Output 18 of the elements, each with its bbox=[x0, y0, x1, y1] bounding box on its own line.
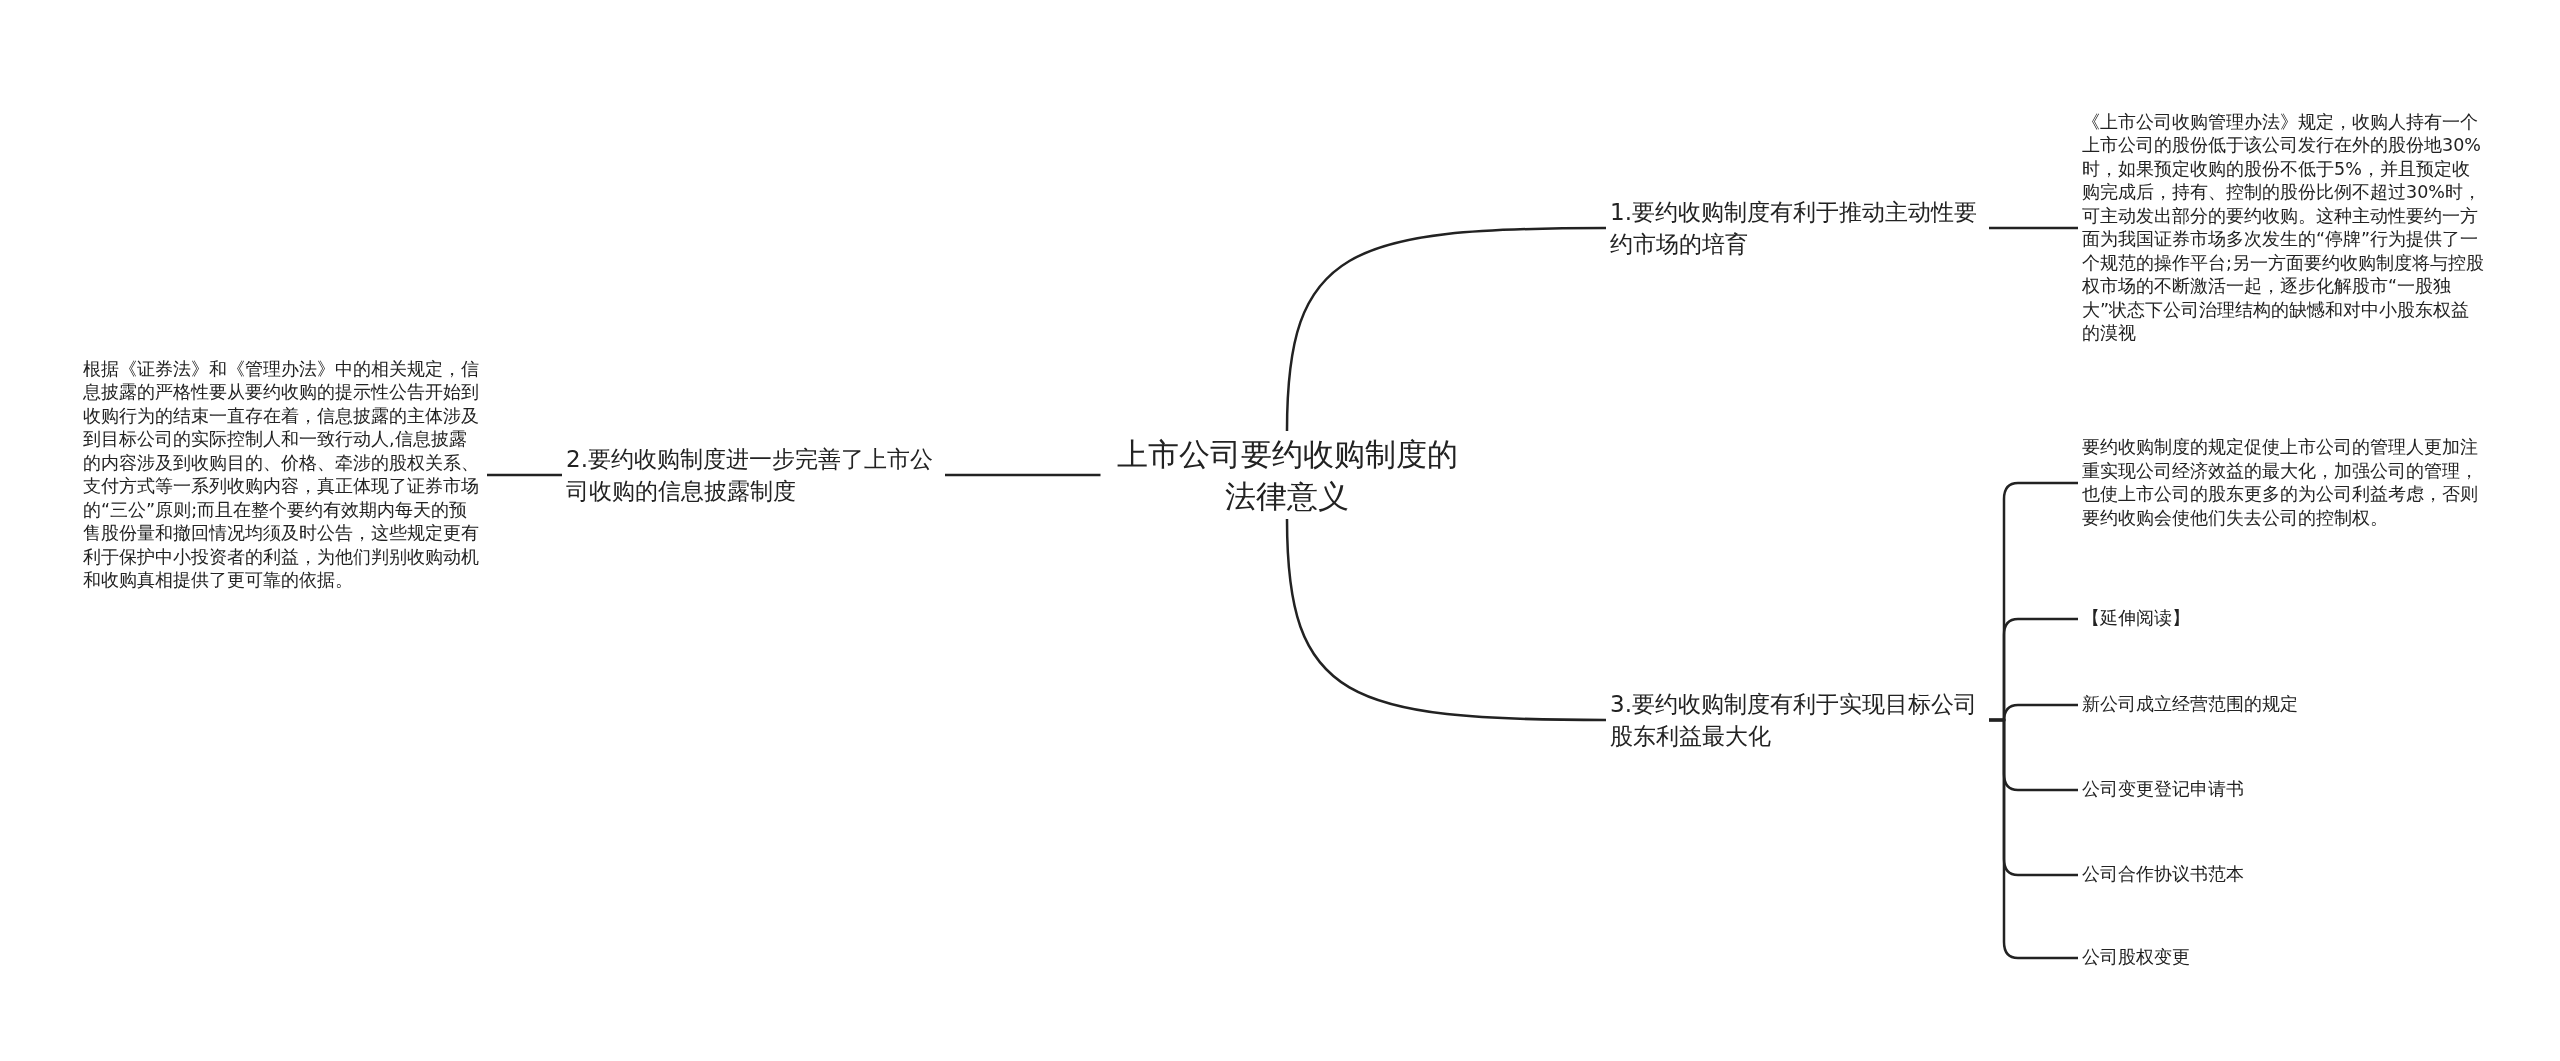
leaf-topic-text: 根据《证券法》和《管理办法》中的相关规定，信息披露的严格性要从要约收购的提示性公告开始到收购行为的结束一直存在着，信息披露的主体涉及到目标公司的实际控制人和一致行动人,信息披露的内容涉及到收购目的、价格、牵涉的股权关系、支付方式等一系列收购内容，真正体现了证券市场的“三公”原则;而且在整个要约有效期内每天的预售股份量和撤回情况均须及时公告，这些规定更有利于保护中小投资者的利益，为他们判别收购动机和收购真相提供了更可靠的依据。 bbox=[83, 357, 480, 592]
leaf-topic-text: 新公司成立经营范围的规定 bbox=[2082, 693, 2298, 716]
connector-line bbox=[1989, 226, 2078, 230]
connector-line bbox=[1285, 518, 1606, 722]
central-topic-text: 上市公司要约收购制度的法律意义 bbox=[1115, 435, 1459, 516]
connector-line bbox=[945, 473, 1101, 477]
branch-topic-text: 2.要约收购制度进一步完善了上市公司收购的信息披露制度 bbox=[566, 445, 934, 506]
leaf-topic-text: 要约收购制度的规定促使上市公司的管理人更加注重实现公司经济效益的最大化，加强公司的管理，也使上市公司的股东更多的为公司利益考虑，否则要约收购会使他们失去公司的控制权。 bbox=[2082, 436, 2479, 530]
connector-line bbox=[1989, 718, 2078, 960]
connector-line bbox=[487, 473, 562, 477]
leaf-topic-text: 【延伸阅读】 bbox=[2082, 607, 2190, 630]
leaf-topic-text: 公司股权变更 bbox=[2082, 946, 2190, 969]
branch-topic-text: 3.要约收购制度有利于实现目标公司股东利益最大化 bbox=[1610, 690, 1978, 751]
leaf-topic-text: 公司合作协议书范本 bbox=[2082, 863, 2244, 886]
branch-topic-text: 1.要约收购制度有利于推动主动性要约市场的培育 bbox=[1610, 198, 1978, 259]
leaf-topic-text: 公司变更登记申请书 bbox=[2082, 778, 2244, 801]
connector-line bbox=[1285, 226, 1606, 432]
leaf-topic-text: 《上市公司收购管理办法》规定，收购人持有一个上市公司的股份低于该公司发行在外的股份地30%时，如果预定收购的股份不低于5%，并且预定收购完成后，持有、控制的股份比例不超过30%时，可主动发出部分的要约收购。这种主动性要约一方面为我国证券市场多次发生的“停牌”行为提供了一个规范的操作平台;另一方面要约收购制度将与控股权市场的不断激活一起，逐步化解股市“一股独大”状态下公司治理结构的缺憾和对中小股东权益的漠视 bbox=[2082, 110, 2485, 345]
